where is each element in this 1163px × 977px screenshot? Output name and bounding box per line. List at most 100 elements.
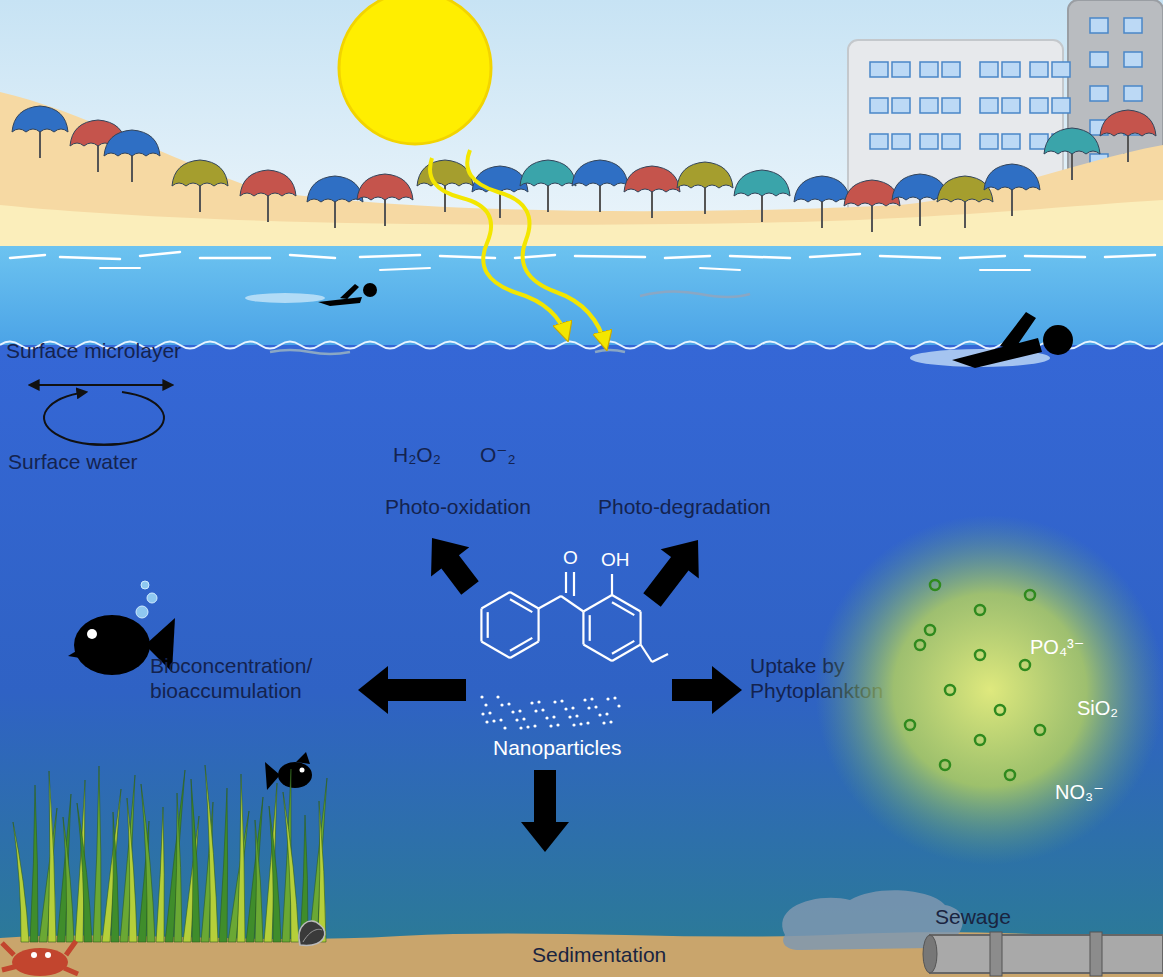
window	[1030, 62, 1048, 77]
pathway-arrow	[358, 666, 466, 714]
bond	[652, 654, 668, 662]
nanoparticle	[552, 715, 555, 718]
nanoparticle	[605, 712, 608, 715]
nutrient-label: SiO₂	[1077, 697, 1118, 720]
umbrella	[984, 164, 1040, 216]
label: Surface microlayer	[6, 338, 181, 363]
phytoplankton-cell	[975, 735, 985, 745]
nanoparticle	[571, 706, 574, 709]
bond	[510, 642, 539, 659]
nanoparticle	[613, 696, 616, 699]
bond	[611, 574, 613, 595]
umbrella	[307, 176, 363, 228]
nanoparticle	[488, 711, 491, 714]
umbrella	[677, 162, 733, 214]
label: Bioconcentration/ bioaccumulation	[150, 653, 355, 703]
bond	[510, 599, 532, 612]
umbrellas	[12, 106, 1156, 232]
surface-water-band	[0, 246, 1163, 350]
nanoparticle	[590, 697, 593, 700]
bond	[589, 615, 591, 641]
seagrass-blade	[13, 822, 29, 942]
seagrass-blade	[48, 771, 56, 942]
nanoparticle	[617, 704, 620, 707]
sun-rays	[430, 150, 606, 347]
bond	[641, 645, 652, 663]
nanoparticle	[553, 700, 556, 703]
phytoplankton-cell	[940, 760, 950, 770]
seagrass-blade	[309, 778, 327, 942]
label: O⁻₂	[480, 442, 516, 467]
window	[1002, 62, 1020, 77]
phytoplankton-cell	[925, 625, 935, 635]
nanoparticle	[507, 702, 510, 705]
nanoparticle	[568, 715, 571, 718]
label: Surface water	[8, 449, 138, 474]
bloom-glow-disc	[815, 515, 1163, 865]
seagrass-blade	[127, 798, 137, 942]
umbrella	[417, 160, 473, 212]
pathway-arrow	[431, 538, 479, 595]
seagrass-blade	[93, 766, 101, 942]
window	[870, 134, 888, 149]
pathway-arrow	[521, 770, 569, 852]
bond	[481, 592, 510, 609]
nanoparticle	[484, 703, 487, 706]
umbrella	[1044, 128, 1100, 180]
umbrella	[1100, 110, 1156, 162]
window	[920, 62, 938, 77]
nanoparticle	[526, 725, 529, 728]
window	[942, 62, 960, 77]
nanoparticle	[598, 713, 601, 716]
seagrass-blade	[219, 788, 228, 942]
nanoparticle	[492, 719, 495, 722]
mussel	[299, 921, 325, 945]
seagrass-blade	[102, 789, 121, 942]
bond	[612, 595, 641, 612]
window	[942, 134, 960, 149]
atom-label: O	[563, 547, 578, 570]
sun	[339, 0, 491, 144]
seagrass-blade	[63, 817, 74, 942]
nanoparticle	[572, 723, 575, 726]
bond	[612, 641, 634, 654]
window	[1090, 86, 1108, 101]
umbrella	[104, 130, 160, 182]
seagrass-blade	[318, 801, 326, 942]
window	[892, 98, 910, 113]
nanoparticle	[602, 721, 605, 724]
seagrass-blade	[141, 784, 155, 942]
seagrass-blade	[237, 774, 245, 942]
window	[980, 134, 998, 149]
nanoparticle	[564, 707, 567, 710]
bond	[583, 595, 612, 612]
nanoparticle	[518, 709, 521, 712]
seagrass-blade	[255, 820, 263, 942]
phytoplankton-cell	[1005, 770, 1015, 780]
umbrella	[240, 170, 296, 222]
nanoparticle	[594, 705, 597, 708]
umbrella	[172, 160, 228, 212]
nanoparticle	[499, 718, 502, 721]
window	[920, 98, 938, 113]
nanoparticle	[587, 706, 590, 709]
label: Nanoparticles	[493, 735, 621, 760]
seagrass-blade	[191, 779, 200, 942]
phytoplankton-cell	[975, 650, 985, 660]
window	[1124, 52, 1142, 67]
nanoparticle	[579, 722, 582, 725]
bond	[583, 645, 612, 662]
pathway-arrow	[643, 540, 699, 607]
bond	[480, 609, 482, 642]
nanoparticle	[545, 716, 548, 719]
phytoplankton-cell	[905, 720, 915, 730]
crab	[2, 941, 78, 976]
nanoparticle	[485, 720, 488, 723]
label: Sewage	[935, 904, 1011, 929]
seagrass-blade	[111, 812, 119, 942]
nanoparticle	[583, 698, 586, 701]
window	[1030, 98, 1048, 113]
seagrass-blade	[30, 785, 38, 942]
seagrass-blade	[174, 793, 182, 942]
seagrass-blade	[77, 803, 92, 942]
